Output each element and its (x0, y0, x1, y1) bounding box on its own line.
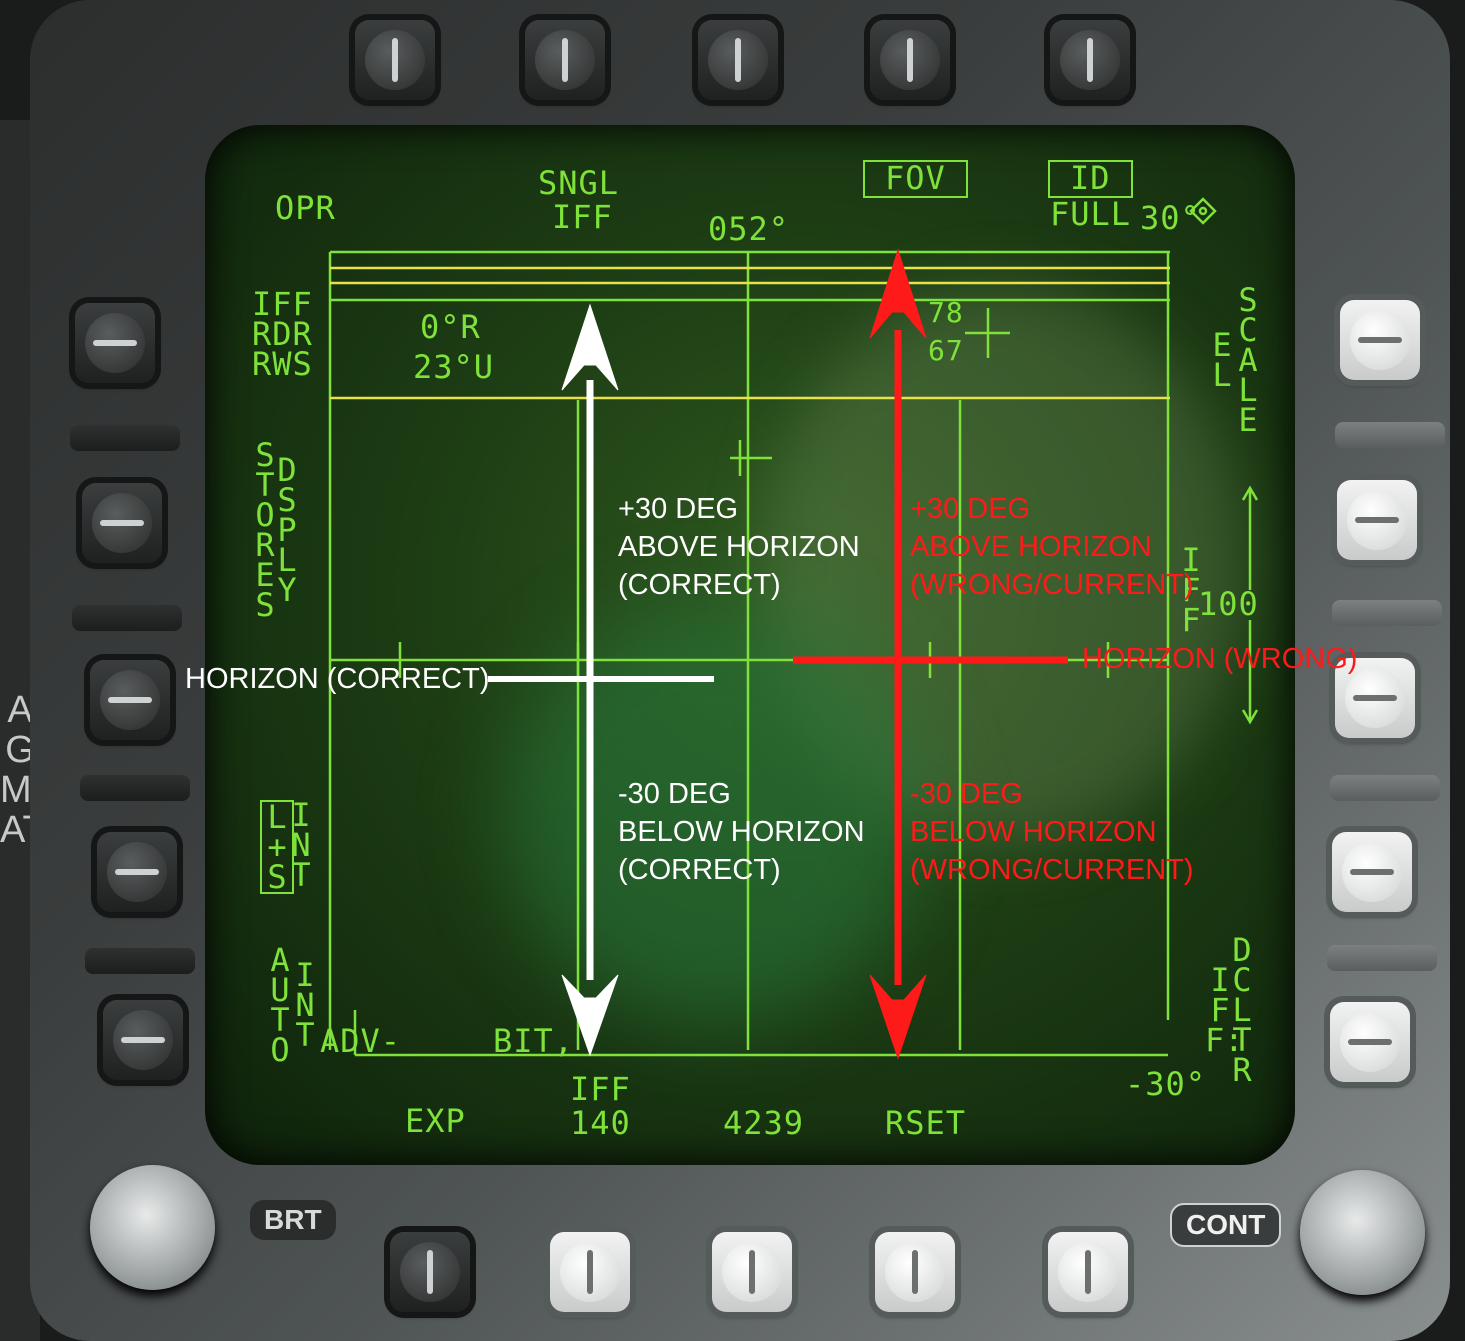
sngl-label: SNGL (538, 164, 620, 202)
heading-readout: 052° (708, 210, 790, 248)
ls-label: L+S (260, 800, 294, 894)
osb-right-4[interactable] (1332, 832, 1412, 912)
brt-label: BRT (250, 1200, 336, 1240)
white-upper-line2: ABOVE HORIZON (618, 531, 860, 563)
white-lower-line1: -30 DEG (618, 778, 731, 810)
osb-top-4[interactable] (870, 20, 950, 100)
osb-top-3[interactable] (698, 20, 778, 100)
osb-top-1[interactable] (355, 20, 435, 100)
target-number-2: 67 (928, 334, 964, 367)
bit-label: BIT, (493, 1022, 575, 1060)
red-horizon-label: HORIZON (WRONG) (1082, 643, 1358, 675)
dcltr-label: DCLTR (1232, 931, 1252, 1089)
red-upper-line3: (WRONG/CURRENT) (910, 569, 1194, 601)
mfd-screen (205, 125, 1295, 1165)
exp-label: EXP (405, 1102, 466, 1140)
rocker-left-4 (85, 948, 195, 974)
cont-label: CONT (1170, 1203, 1282, 1247)
scale-label: SCALE (1238, 281, 1258, 439)
red-lower-line1: -30 DEG (910, 778, 1023, 810)
iff-mode-label: IFF (552, 198, 613, 236)
auto-label: AUTO (270, 941, 290, 1069)
int-label-1: INT (291, 796, 311, 894)
id-full-label: FULL (1050, 195, 1132, 233)
osb-top-2[interactable] (525, 20, 605, 100)
int-label-2: INT (295, 956, 315, 1054)
rocker-left-1 (70, 425, 180, 451)
osb-bottom-5[interactable] (1048, 1232, 1128, 1312)
red-upper-line2: ABOVE HORIZON (910, 531, 1152, 563)
range-100-label: 100 (1198, 585, 1259, 623)
osb-right-3[interactable] (1335, 658, 1415, 738)
osb-top-5[interactable] (1050, 20, 1130, 100)
brightness-knob[interactable] (90, 1165, 215, 1290)
el-label: EL (1212, 326, 1232, 394)
range-30-label: 30° (1140, 199, 1201, 237)
red-lower-line2: BELOW HORIZON (910, 816, 1157, 848)
white-horizon-label: HORIZON (CORRECT) (185, 663, 490, 695)
rset-label: RSET (885, 1104, 967, 1142)
white-lower-line2: BELOW HORIZON (618, 816, 865, 848)
white-upper-line1: +30 DEG (618, 493, 739, 525)
id-box: ID (1048, 160, 1133, 198)
rocker-left-3 (80, 775, 190, 801)
rocker-right-1 (1335, 422, 1445, 448)
white-upper-line3: (CORRECT) (618, 569, 781, 601)
right-iff-label: IFF (1181, 541, 1201, 639)
red-lower-line3: (WRONG/CURRENT) (910, 854, 1194, 886)
osb-bottom-1[interactable] (390, 1232, 470, 1312)
osb-bottom-2[interactable] (550, 1232, 630, 1312)
rocker-right-3 (1330, 775, 1440, 801)
dsply-label: DSPLY (277, 451, 297, 609)
rocker-left-2 (72, 605, 182, 631)
stores-label: STORES (255, 436, 275, 624)
osb-right-1[interactable] (1340, 300, 1420, 380)
white-lower-line3: (CORRECT) (618, 854, 781, 886)
osb-bottom-3[interactable] (712, 1232, 792, 1312)
cursor-az: 0°R (420, 308, 481, 346)
red-upper-line1: +30 DEG (910, 493, 1031, 525)
bottom-iff-value: 140 (570, 1104, 631, 1142)
rocker-right-2 (1332, 600, 1442, 626)
osb-left-3[interactable] (90, 660, 170, 740)
left-iff-label: IFF (252, 285, 313, 323)
adv-label: ADV- (320, 1022, 402, 1060)
osb-left-4[interactable] (97, 832, 177, 912)
bottom-iff-label: IFF (570, 1070, 631, 1108)
opr-label: OPR (275, 189, 336, 227)
code-label: 4239 (723, 1104, 805, 1142)
osb-right-2[interactable] (1337, 480, 1417, 560)
osb-right-5[interactable] (1330, 1002, 1410, 1082)
osb-left-2[interactable] (82, 483, 162, 563)
contrast-knob[interactable] (1300, 1170, 1425, 1295)
cursor-el: 23°U (413, 348, 495, 386)
screen-glow (505, 605, 925, 1025)
left-rdr-label: RDR (252, 315, 313, 353)
rocker-right-4 (1327, 945, 1437, 971)
el-minus-30-label: -30° (1125, 1065, 1207, 1103)
osb-left-5[interactable] (103, 1000, 183, 1080)
left-rws-label: RWS (252, 345, 313, 383)
fov-box: FOV (863, 160, 968, 198)
osb-left-1[interactable] (75, 303, 155, 383)
target-number-1: 78 (928, 296, 964, 329)
osb-bottom-4[interactable] (875, 1232, 955, 1312)
